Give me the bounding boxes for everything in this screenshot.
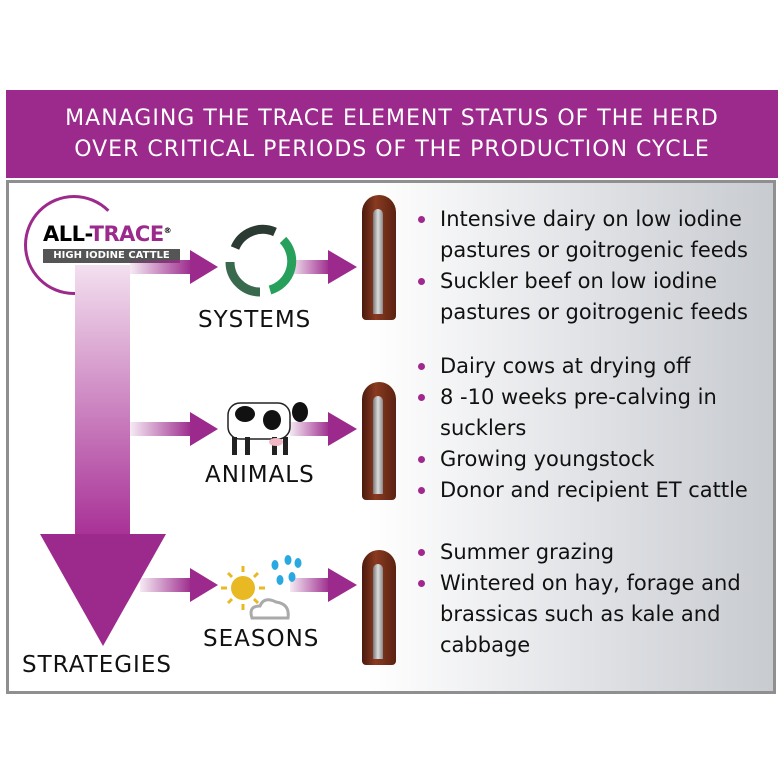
strategies-arrow-shaft [75, 265, 130, 537]
list-item: Wintered on hay, forage and brassicas su… [416, 568, 750, 661]
list-item: Suckler beef on low iodine pastures or g… [416, 266, 766, 328]
logo-ring [24, 195, 124, 295]
seasons-label: SEASONS [203, 626, 320, 652]
list-item: 8 -10 weeks pre-calving in sucklers [416, 382, 720, 444]
systems-bullets: Intensive dairy on low iodine pastures o… [416, 204, 766, 328]
list-item: Growing youngstock [416, 444, 766, 475]
logo-brand-black: ALL- [43, 222, 90, 246]
sun-rain-cloud-icon [221, 555, 302, 620]
arrow-to-systems [130, 250, 218, 284]
bolus-icon-seasons [362, 550, 396, 665]
arrow-to-animals [130, 412, 218, 446]
list-item: Intensive dairy on low iodine pastures o… [416, 204, 766, 266]
arrow-to-seasons [140, 568, 218, 602]
logo-brand-purple: TRACE [89, 222, 165, 246]
strategies-arrow-head [40, 534, 166, 646]
all-trace-logo: ALL-TRACE® [43, 222, 172, 246]
list-item: Donor and recipient ET cattle [416, 475, 766, 506]
list-item: Dairy cows at drying off [416, 351, 766, 382]
header-line-2: OVER CRITICAL PERIODS OF THE PRODUCTION … [74, 137, 710, 162]
logo-tagline: HIGH IODINE CATTLE [43, 249, 180, 263]
logo-registered: ® [163, 226, 172, 235]
strategies-label: STRATEGIES [22, 652, 172, 678]
bolus-icon-systems [362, 195, 396, 320]
cow-icon [227, 402, 308, 455]
list-item: Summer grazing [416, 537, 756, 568]
header-line-1: MANAGING THE TRACE ELEMENT STATUS OF THE… [65, 106, 719, 131]
header-banner: MANAGING THE TRACE ELEMENT STATUS OF THE… [6, 90, 778, 178]
recycle-cycle-icon [225, 224, 297, 297]
arrow-animals-to-bolus [290, 412, 357, 446]
arrow-systems-to-bolus [290, 250, 357, 284]
animals-label: ANIMALS [205, 462, 315, 488]
bolus-icon-animals [362, 382, 396, 500]
arrow-seasons-to-bolus [290, 568, 357, 602]
systems-label: SYSTEMS [198, 307, 312, 333]
